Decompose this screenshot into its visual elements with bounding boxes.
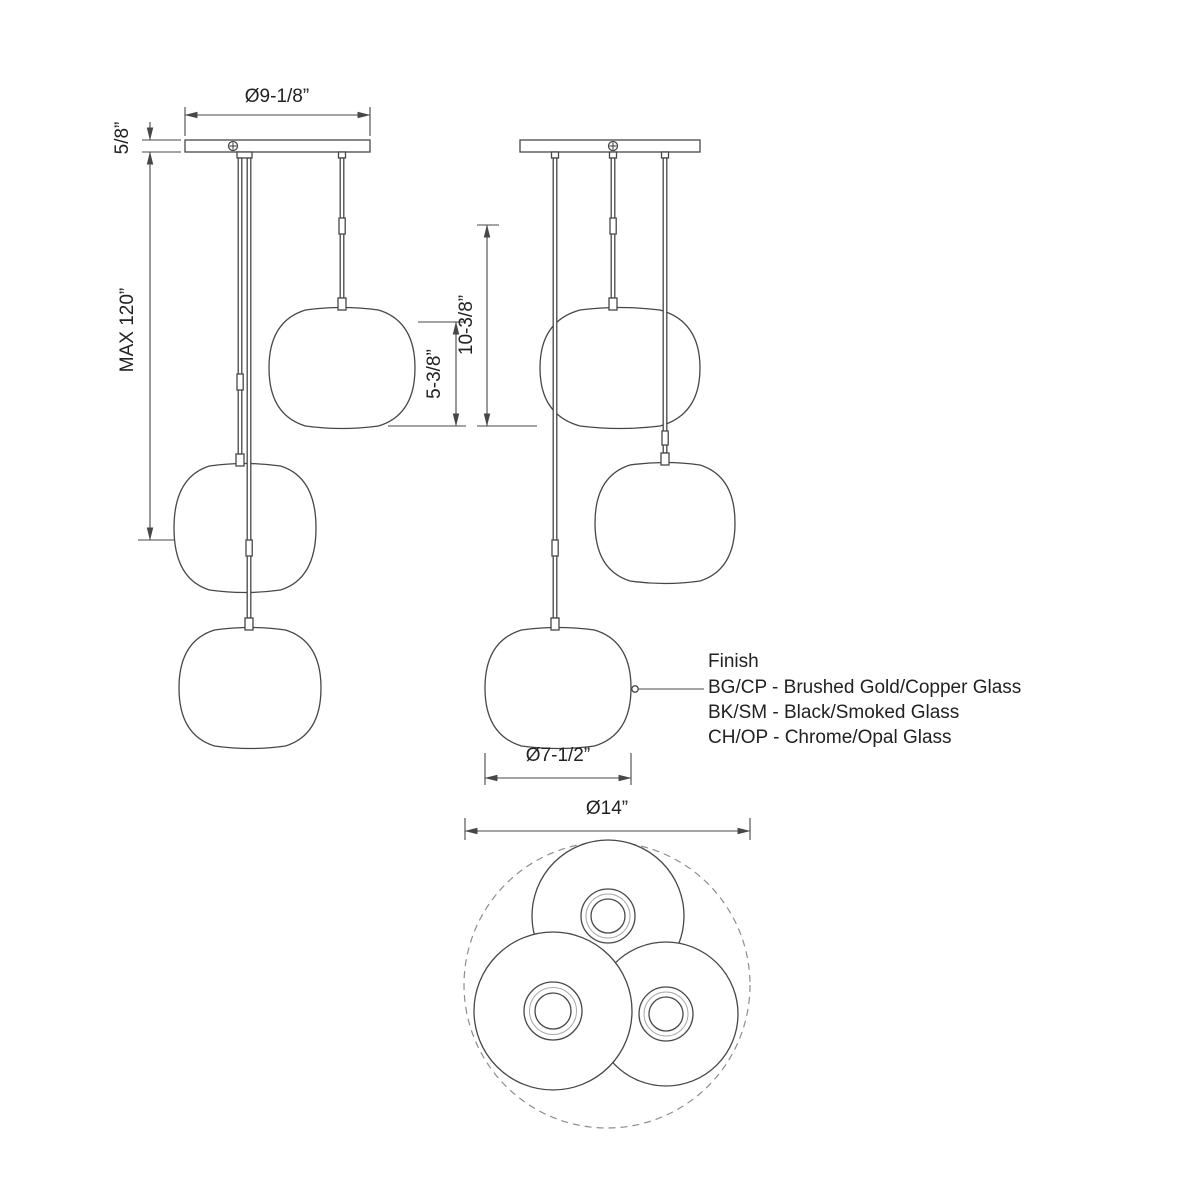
finish-option: BK/SM - Black/Smoked Glass (708, 702, 959, 723)
pendant-globe (484, 626, 632, 750)
stem-coupler (245, 539, 253, 557)
overall-diameter-dimension: Ø14” (464, 798, 751, 840)
max-height-label: MAX 120” (117, 288, 138, 372)
stem-coupler (551, 539, 559, 557)
top-view: Ø14” (463, 798, 751, 1129)
pendant-globe (539, 306, 701, 430)
stem-coupler (236, 373, 244, 391)
shade-top-view (593, 941, 739, 1087)
canopy-diameter-label: Ø9-1/8” (245, 86, 309, 107)
finish-legend: Finish BG/CP - Brushed Gold/Copper Glass… (631, 651, 1021, 748)
globe-connector (244, 617, 254, 631)
stem-length-dimension: 10-3/8” (456, 224, 537, 427)
stem-mount (337, 151, 347, 159)
pendant-globe (594, 461, 736, 585)
stem (662, 157, 668, 454)
shade-height-dimension: 5-3/8” (388, 321, 466, 427)
stem-length-label: 10-3/8” (456, 295, 477, 355)
shade-height-label: 5-3/8” (424, 349, 445, 399)
left-elevation-view: Ø9-1/8” 5/8” MAX 120” 5-3/8” (112, 86, 466, 750)
screw-detail (607, 140, 619, 152)
canopy-height-dimension: 5/8” (112, 122, 181, 155)
pendant-globe (178, 626, 322, 750)
right-elevation-view: 10-3/8” Ø7-1/2” (456, 139, 736, 785)
max-height-dimension: MAX 120” (117, 151, 174, 541)
finish-option: CH/OP - Chrome/Opal Glass (708, 727, 952, 748)
shade-diameter-dimension: Ø7-1/2” (484, 745, 632, 785)
stem-mount (550, 151, 560, 159)
finish-title: Finish (708, 651, 759, 672)
finish-option: BG/CP - Brushed Gold/Copper Glass (708, 677, 1021, 698)
globe-connector (235, 453, 245, 467)
globe-connector (550, 617, 560, 631)
overall-diameter-label: Ø14” (586, 798, 628, 819)
stem-mount (660, 151, 670, 159)
pendant-globe (268, 306, 416, 430)
pendant-globe (173, 462, 317, 594)
stem-coupler (338, 217, 346, 235)
leader-dot (631, 685, 639, 693)
stem-coupler (661, 430, 669, 446)
stem-mount (608, 151, 618, 159)
canopy-diameter-dimension: Ø9-1/8” (184, 86, 371, 136)
globe-connector (660, 452, 670, 466)
stem-coupler (609, 217, 617, 235)
screw-detail (227, 140, 239, 152)
canopy (184, 139, 371, 153)
shade-diameter-label: Ø7-1/2” (526, 745, 590, 766)
globe-connector (608, 297, 618, 311)
globe-connector (337, 297, 347, 311)
stem-mount (236, 151, 253, 159)
shade-top-view (473, 931, 633, 1091)
canopy-height-label: 5/8” (112, 122, 133, 155)
stem (237, 157, 243, 455)
